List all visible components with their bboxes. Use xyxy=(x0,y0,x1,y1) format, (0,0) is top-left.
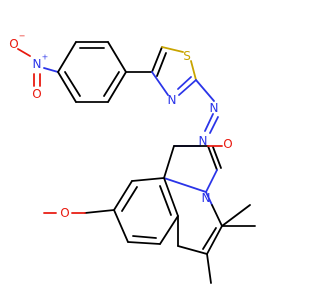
molecule-diagram: O − N + O S N N N O N O xyxy=(9,32,256,284)
nitro-o-double-label: O xyxy=(32,87,41,101)
azo-n1-label: N xyxy=(210,101,219,115)
bond-layer xyxy=(17,41,256,284)
nitro-o-minus-label: O xyxy=(9,37,18,51)
nitro-n-plus-label: N xyxy=(33,57,42,71)
azo-n2-label: N xyxy=(199,134,208,148)
hydroxyl-o-label: O xyxy=(223,137,232,151)
thiazole-s-label: S xyxy=(183,49,191,63)
methoxy-o-label: O xyxy=(60,206,69,220)
nitro-minus-charge: − xyxy=(19,32,26,41)
thiazole-n-label: N xyxy=(168,93,177,107)
ring-n-label: N xyxy=(202,191,211,205)
nitro-plus-charge: + xyxy=(42,53,49,62)
atom-label-layer: O − N + O S N N N O N O xyxy=(9,32,232,221)
